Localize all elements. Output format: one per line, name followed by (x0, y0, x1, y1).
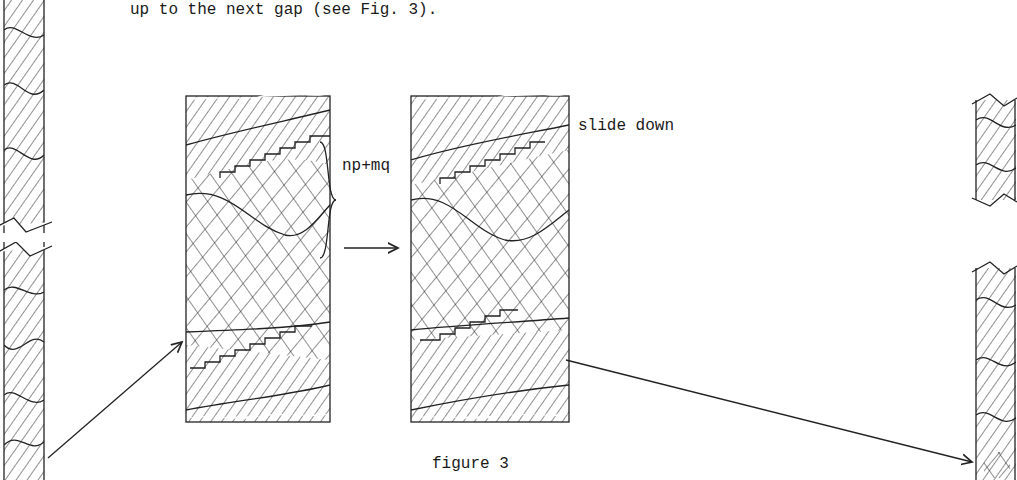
dimension-label: np+mq (342, 158, 390, 176)
body-text: up to the next gap (see Fig. 3). (130, 2, 437, 20)
annotation: slide down (578, 118, 674, 136)
figure-caption: figure 3 (432, 456, 509, 474)
